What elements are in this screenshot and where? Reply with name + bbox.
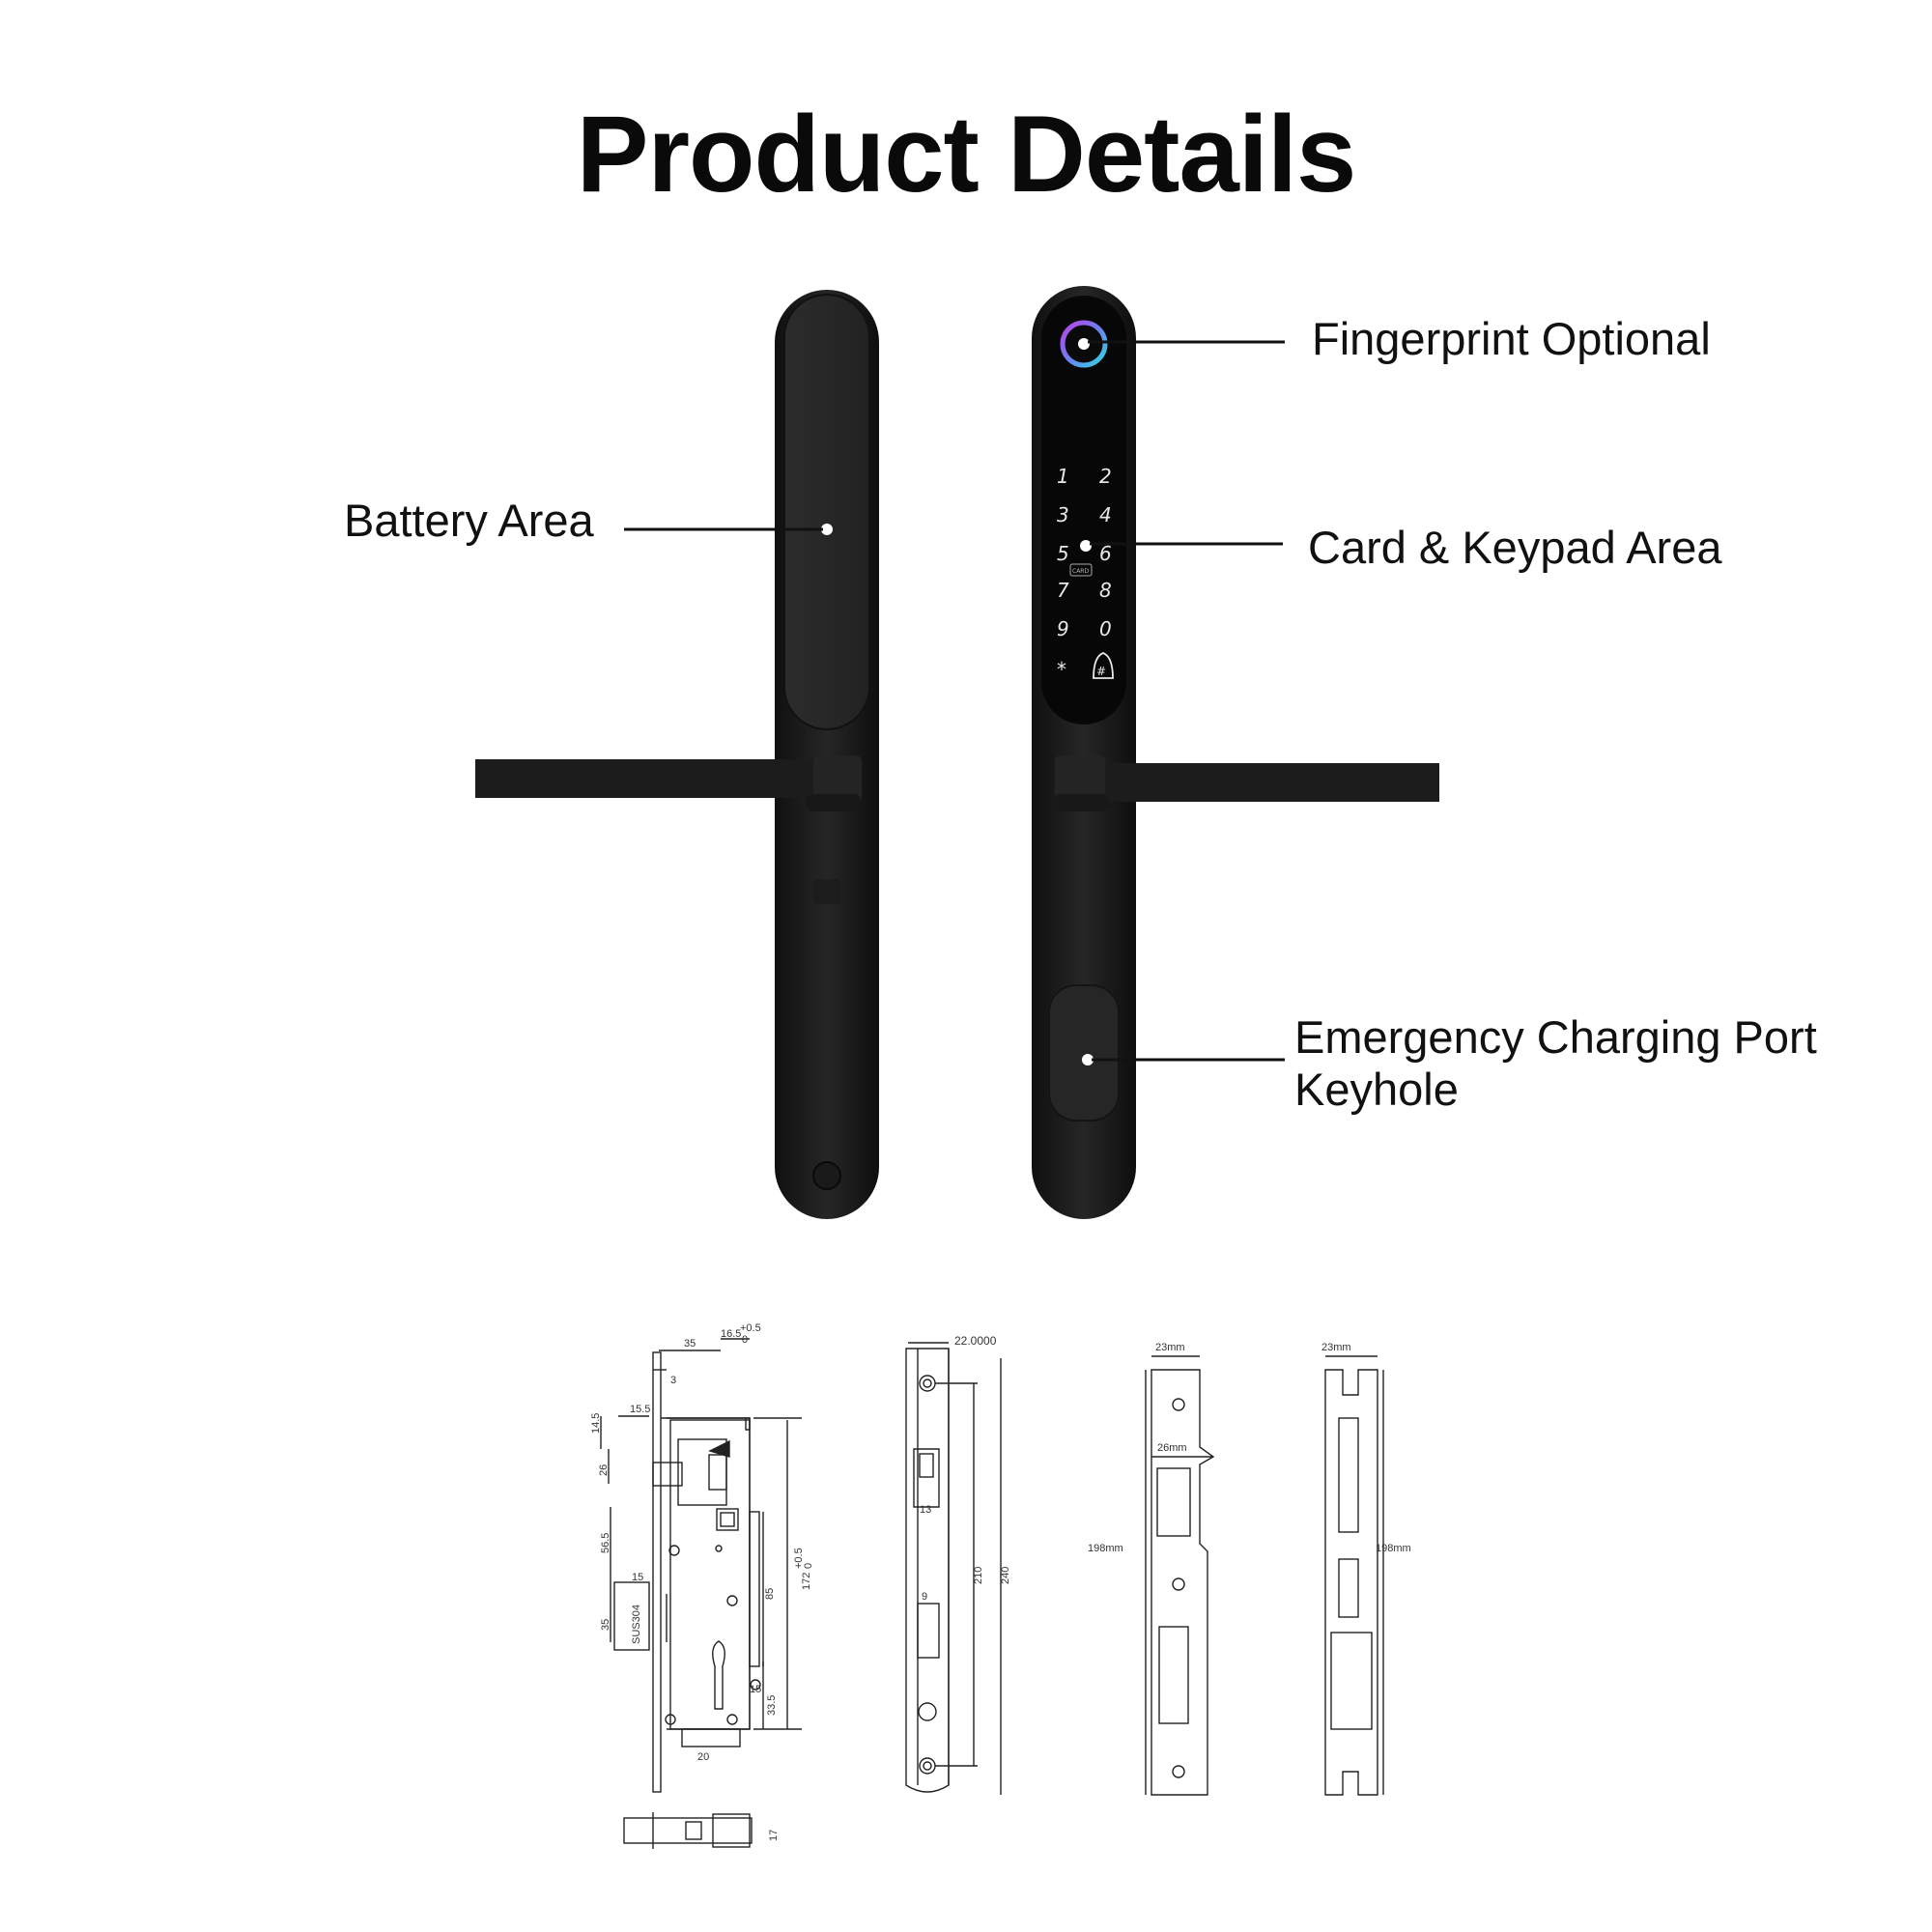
mortise-drawing <box>600 1338 802 1849</box>
faceplate-dim: 13 <box>920 1504 931 1516</box>
strike-plate-2-drawing <box>1324 1355 1384 1796</box>
fingerprint-dot <box>1078 338 1090 350</box>
mortise-dim: 35 <box>600 1619 611 1631</box>
mortise-dim: 16.5 <box>721 1328 741 1340</box>
mortise-dim: 14.5 <box>590 1413 602 1434</box>
keypad-keys: 1 2 3 4 5 6 7 8 9 0 * # CARD <box>1057 465 1114 681</box>
emergency-port-dot <box>1082 1054 1094 1065</box>
key-5[interactable]: 5 <box>1057 542 1069 565</box>
key-2[interactable]: 2 <box>1099 465 1112 488</box>
mortise-dim: SUS304 <box>631 1605 642 1644</box>
mortise-dim: +0.5 <box>793 1548 805 1569</box>
emergency-label-line2: Keyhole <box>1294 1064 1459 1115</box>
mortise-dim: 15 <box>750 1684 761 1695</box>
battery-area-dot <box>821 524 833 535</box>
card-icon <box>1069 563 1093 577</box>
mortise-dim: 85 <box>764 1588 776 1600</box>
emergency-label-line1: Emergency Charging Port <box>1294 1011 1817 1063</box>
mortise-dim: 172 <box>801 1573 812 1590</box>
strike-plate-1-dimensions: 23mm 26mm 198mm <box>1088 1342 1187 1554</box>
strike-2-dim: 23mm <box>1321 1342 1351 1353</box>
doorbell-icon <box>1093 652 1114 679</box>
key-1[interactable]: 1 <box>1057 465 1069 488</box>
faceplate-dim: 9 <box>922 1591 927 1603</box>
card-icon-label: CARD <box>1072 568 1089 575</box>
mortise-dim: 56.5 <box>600 1533 611 1553</box>
mortise-dimensions: 35 16.5 +0.5 0 3 15.5 14.5 26 56.5 15 35… <box>590 1322 814 1841</box>
left-lever-handle <box>475 759 852 798</box>
emergency-port-cover <box>1048 984 1120 1122</box>
strike-1-dim: 26mm <box>1157 1442 1187 1454</box>
key-star[interactable]: * <box>1057 658 1066 681</box>
strike-1-dim: 198mm <box>1088 1543 1123 1554</box>
key-6[interactable]: 6 <box>1099 542 1112 565</box>
battery-area-label: Battery Area <box>344 495 594 546</box>
mortise-dim: 15.5 <box>630 1404 650 1415</box>
key-8[interactable]: 8 <box>1099 579 1112 602</box>
callout-lines <box>624 340 1285 1062</box>
emergency-charging-label: Emergency Charging Port Keyhole <box>1294 1011 1817 1116</box>
key-9[interactable]: 9 <box>1057 617 1069 640</box>
strike-plate-1-drawing <box>1145 1355 1215 1796</box>
key-0[interactable]: 0 <box>1099 617 1112 640</box>
faceplate-dim: 240 <box>1000 1567 1011 1584</box>
key-3[interactable]: 3 <box>1057 503 1069 526</box>
battery-cover <box>783 294 870 730</box>
fingerprint-label: Fingerprint Optional <box>1312 313 1711 364</box>
key-hash[interactable]: # <box>1096 665 1106 678</box>
mortise-dim: +0.5 <box>740 1322 761 1334</box>
mortise-dim: 17 <box>768 1830 780 1841</box>
mortise-dim: 0 <box>803 1563 814 1569</box>
page-title: Product Details <box>576 94 1357 214</box>
faceplate-drawing <box>905 1342 1002 1795</box>
right-lever-handle <box>1061 763 1439 802</box>
faceplate-dim: 22.0000 <box>954 1334 997 1348</box>
strike-1-dim: 23mm <box>1155 1342 1185 1353</box>
keypad-glass-panel <box>1041 296 1126 724</box>
key-7[interactable]: 7 <box>1057 579 1069 602</box>
key-4[interactable]: 4 <box>1099 503 1112 526</box>
card-keypad-area-label: Card & Keypad Area <box>1308 522 1722 573</box>
mortise-dim: 3 <box>670 1375 676 1386</box>
strike-2-dim: 198mm <box>1376 1543 1411 1554</box>
mortise-dim: 20 <box>697 1751 709 1763</box>
mortise-dim: 33.5 <box>766 1695 778 1716</box>
keypad-dot <box>1080 540 1092 552</box>
strike-plate-2-dimensions: 23mm 198mm <box>1321 1342 1411 1554</box>
mortise-dim: 35 <box>684 1338 696 1350</box>
mortise-dim: 15 <box>632 1572 643 1583</box>
faceplate-dimensions: 22.0000 13 9 210 240 <box>920 1334 1011 1603</box>
mortise-dim: 26 <box>598 1464 610 1476</box>
left-lock-screw <box>812 1161 841 1190</box>
mortise-dim: 0 <box>742 1334 748 1346</box>
faceplate-dim: 210 <box>973 1567 984 1584</box>
left-lock-body <box>475 290 879 1219</box>
